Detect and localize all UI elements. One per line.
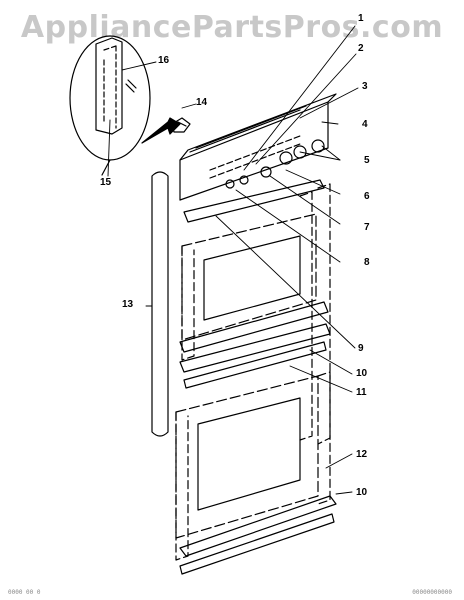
callout-8: 8 xyxy=(364,257,370,268)
upper-window xyxy=(203,235,301,321)
callout-14: 14 xyxy=(196,97,208,108)
control-panel-top xyxy=(179,93,337,161)
callout-13: 13 xyxy=(122,299,134,310)
callout-15: 15 xyxy=(100,177,112,188)
callout-9: 9 xyxy=(358,343,364,354)
footer-right-text: 00000000000 xyxy=(412,589,452,596)
middle-trim-a xyxy=(179,301,329,353)
upper-trim xyxy=(183,179,325,223)
arrow-icon xyxy=(141,117,181,144)
callout-2: 2 xyxy=(358,43,364,54)
panel-bar xyxy=(189,105,307,153)
leader-lines xyxy=(107,25,359,495)
bottom-trim-lower xyxy=(179,513,335,575)
knob xyxy=(293,145,307,159)
detail-bracket xyxy=(95,37,123,135)
lower-door xyxy=(175,375,319,539)
watermark: AppliancePartsPros.com xyxy=(20,10,444,45)
callout-4: 4 xyxy=(362,119,368,130)
knob xyxy=(260,166,272,178)
callout-10-lower: 10 xyxy=(356,487,368,498)
callout-12: 12 xyxy=(356,449,368,460)
lower-frame-right xyxy=(317,371,331,505)
footer-left-text: 0000 00 0 xyxy=(8,589,41,596)
upper-door-left xyxy=(181,245,195,361)
knob xyxy=(239,175,249,185)
callout-11: 11 xyxy=(356,387,367,398)
lower-window xyxy=(197,397,301,511)
knob xyxy=(311,139,325,153)
clip-part xyxy=(171,117,191,133)
callout-6: 6 xyxy=(364,191,370,202)
control-panel xyxy=(179,101,329,201)
knob xyxy=(279,151,293,165)
detail-screw xyxy=(125,79,137,93)
knob xyxy=(225,179,235,189)
detail-bracket-inner xyxy=(103,45,117,129)
gasket-tube xyxy=(151,171,169,437)
control-panel-detail xyxy=(209,135,301,179)
middle-trim-b xyxy=(179,323,331,373)
oven-frame-right xyxy=(317,183,331,445)
callout-7: 7 xyxy=(364,222,370,233)
detail-circle xyxy=(69,35,151,161)
callout-3: 3 xyxy=(362,81,368,92)
callout-5: 5 xyxy=(364,155,370,166)
oven-frame-right-inner xyxy=(299,191,313,441)
callout-1: 1 xyxy=(358,13,364,24)
lower-door-left xyxy=(175,411,189,561)
middle-trim-c xyxy=(183,341,327,389)
callout-16: 16 xyxy=(158,55,170,66)
callout-10: 10 xyxy=(356,368,368,379)
bottom-trim xyxy=(179,495,337,557)
